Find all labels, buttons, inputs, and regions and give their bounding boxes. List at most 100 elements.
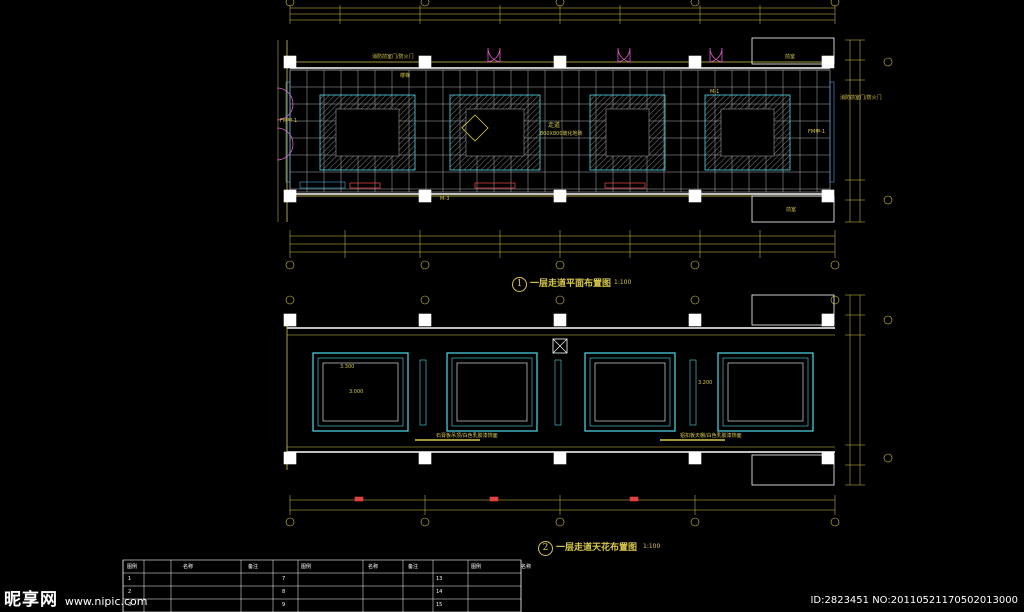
- light-strip: [689, 359, 697, 426]
- floor-zone-inner: [720, 108, 775, 157]
- legend-row-number: 7: [282, 576, 286, 582]
- dimension-marker: [354, 496, 364, 502]
- axis-bubble: [830, 0, 840, 7]
- plan1-center-name: 走道: [548, 122, 561, 129]
- plan2-note-a: 石膏板吊顶/白色乳胶漆饰面: [436, 433, 498, 439]
- top-right-room: [751, 294, 835, 326]
- legend-row-number: 3: [128, 602, 132, 608]
- axis-bubble: [285, 0, 295, 7]
- legend-header: 图例: [127, 564, 138, 570]
- bottom-right-room: [751, 195, 835, 223]
- axis-bubble: [420, 517, 430, 527]
- structural-column: [688, 451, 702, 465]
- watermark-url: www.nipic.com: [64, 595, 148, 608]
- axis-bubble: [285, 517, 295, 527]
- plan1-note-top: 消防前室门/防火门: [372, 54, 414, 60]
- floor-zone-inner: [605, 108, 650, 157]
- structural-column: [688, 313, 702, 327]
- plan1-bottom-right-room: 前室: [786, 207, 797, 213]
- fixture: [604, 182, 646, 189]
- legend-header: 备注: [248, 564, 259, 570]
- axis-bubble: [830, 295, 840, 305]
- axis-bubble: [555, 0, 565, 7]
- plan2-elevation-b: 3.000: [349, 389, 364, 395]
- structural-column: [283, 313, 297, 327]
- legend-header: 图例: [471, 564, 482, 570]
- fixture: [299, 181, 346, 189]
- structural-column: [418, 313, 432, 327]
- structural-column: [688, 189, 702, 203]
- access-panel-cross: [552, 338, 568, 354]
- structural-column: [821, 55, 835, 69]
- structural-column: [553, 55, 567, 69]
- ceiling-frame-mid: [451, 357, 533, 427]
- floor-emblem: [461, 114, 489, 142]
- plan2-title: 一层走道天花布置图: [556, 543, 638, 553]
- image-id: ID:2823451 NO:20110521170502013000: [810, 595, 1018, 606]
- axis-bubble: [690, 0, 700, 7]
- plan1-title: 一层走道平面布置图: [530, 279, 612, 289]
- legend-row-number: 14: [436, 589, 443, 595]
- legend-row-number: 1: [128, 576, 132, 582]
- plan1-left-door-label: FM甲-1: [280, 118, 298, 124]
- axis-bubble: [883, 315, 893, 325]
- axis-bubble: [830, 260, 840, 270]
- structural-column: [553, 451, 567, 465]
- dimension-marker: [489, 496, 499, 502]
- plan1-center-spec: 800X800玻化地砖: [540, 131, 583, 137]
- ceiling-frame-mid: [589, 357, 671, 427]
- axis-bubble: [285, 260, 295, 270]
- floor-plan-layout: [276, 0, 893, 270]
- plan1-right-door-label: FM甲-1: [808, 129, 826, 135]
- legend-row-number: 15: [436, 602, 443, 608]
- axis-bubble: [883, 195, 893, 205]
- structural-column: [821, 313, 835, 327]
- plan2-note-b: 铝扣板天棚/白色乳胶漆饰面: [680, 433, 742, 439]
- plan2-elevation-c: 3.200: [698, 380, 713, 386]
- axis-bubble: [690, 260, 700, 270]
- legend-table: [122, 559, 522, 612]
- legend-row-number: 2: [128, 589, 132, 595]
- ceiling-frame-outer: [446, 352, 538, 432]
- structural-column: [283, 189, 297, 203]
- ceiling-plan-layout: [283, 294, 893, 527]
- legend-header: 图例: [301, 564, 312, 570]
- structural-column: [688, 55, 702, 69]
- plan1-note-right: 消防前室门/防火门: [840, 95, 882, 101]
- axis-bubble: [420, 295, 430, 305]
- ceiling-frame-inner: [594, 362, 666, 422]
- door-swing: [707, 47, 723, 63]
- ceiling-frame-outer: [717, 352, 814, 432]
- floor-zone-inner: [335, 108, 400, 157]
- door-swing: [615, 47, 631, 63]
- axis-bubble: [555, 517, 565, 527]
- axis-bubble: [420, 0, 430, 7]
- bottom-right-room: [751, 454, 835, 486]
- top-right-room: [751, 37, 835, 65]
- fixture: [474, 182, 516, 189]
- ceiling-frame-mid: [722, 357, 809, 427]
- legend-row-number: 8: [282, 589, 286, 595]
- ceiling-frame-inner: [456, 362, 528, 422]
- legend-header: 名称: [368, 564, 379, 570]
- structural-column: [418, 55, 432, 69]
- ceiling-frame-inner: [322, 362, 399, 422]
- axis-bubble: [690, 517, 700, 527]
- axis-bubble: [555, 295, 565, 305]
- door-swing: [485, 47, 501, 63]
- legend-row-number: 13: [436, 576, 443, 582]
- structural-column: [418, 189, 432, 203]
- plan1-number-circle: 1: [512, 277, 527, 292]
- window: [829, 81, 835, 183]
- light-strip: [419, 359, 427, 426]
- legend-header: 名称: [521, 564, 532, 570]
- floor-zone-inner: [465, 108, 525, 157]
- watermark: 昵享网 www.nipic.com: [4, 585, 148, 610]
- plan1-door-m3: M-3: [440, 196, 450, 202]
- ceiling-frame-mid: [317, 357, 404, 427]
- plan1-top-right-room: 前室: [785, 54, 796, 60]
- access-panel: [552, 338, 568, 354]
- door-swing: [276, 127, 294, 161]
- structural-column: [553, 189, 567, 203]
- plan1-stair-label: 楼梯: [400, 73, 411, 79]
